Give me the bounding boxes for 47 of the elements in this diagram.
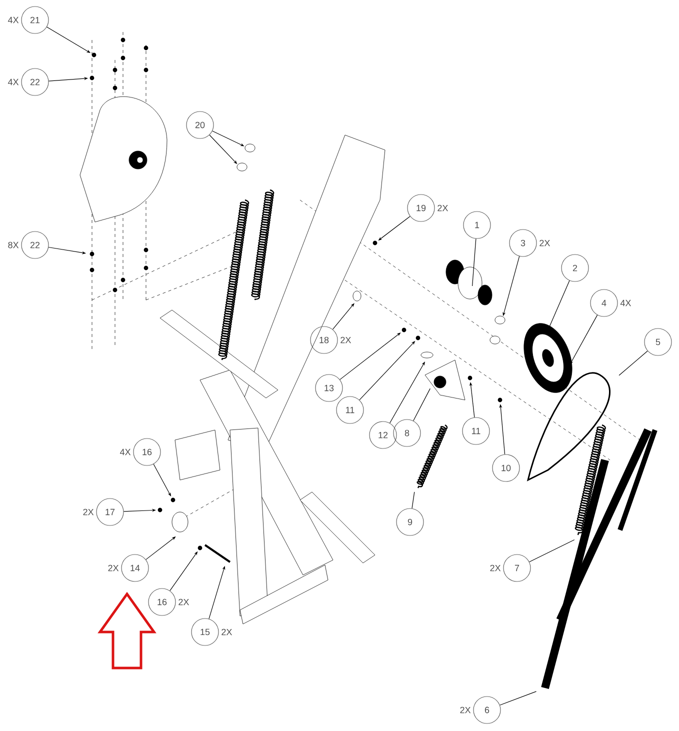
callout-number: 10 — [492, 454, 520, 482]
callout-number: 18 — [310, 326, 338, 354]
callout-number: 16 — [133, 438, 161, 466]
callout-number: 4 — [590, 289, 618, 317]
callout-number: 21 — [21, 6, 49, 34]
quantity-label: 4X — [8, 78, 19, 86]
quantity-label: 2X — [178, 598, 190, 606]
callout-number: 3 — [509, 229, 537, 257]
leader-line — [332, 303, 354, 330]
leader-line — [549, 280, 570, 327]
quantity-label: 4X — [120, 448, 131, 456]
quantity-label: 2X — [222, 628, 232, 636]
callout-number: 1 — [463, 211, 491, 239]
quantity-label: 2X — [490, 564, 501, 572]
callout-number: 20 — [186, 111, 214, 139]
quantity-label: 2X — [460, 706, 471, 714]
leader-line — [412, 492, 415, 509]
callout-number: 9 — [396, 508, 424, 536]
callout-number: 7 — [503, 554, 531, 582]
callout-number: 2 — [561, 254, 589, 282]
quantity-label: 2X — [108, 564, 119, 572]
callout-number: 16 — [148, 588, 176, 616]
callout-number: 14 — [121, 554, 149, 582]
quantity-label: 2X — [438, 204, 448, 212]
callout-number: 12 — [369, 421, 397, 449]
callout-number: 15 — [191, 618, 219, 646]
quantity-label: 4X — [8, 16, 19, 24]
callout-number: 11 — [336, 396, 364, 424]
leader-line — [413, 388, 430, 422]
leader-line — [618, 350, 648, 376]
callout-number: 19 — [407, 194, 435, 222]
callout-number: 8 — [393, 419, 421, 447]
callout-number: 13 — [315, 374, 343, 402]
callout-number: 17 — [96, 498, 124, 526]
quantity-label: 2X — [340, 336, 352, 344]
callout-number: 22 — [21, 231, 49, 259]
callout-number: 6 — [473, 696, 501, 724]
leader-line — [529, 539, 575, 562]
leader-line — [500, 691, 537, 706]
callout-number: 11 — [462, 417, 490, 445]
quantity-label: 2X — [540, 240, 550, 246]
quantity-label: 2X — [83, 508, 94, 516]
callout-number: 5 — [644, 328, 672, 356]
leader-line — [472, 238, 476, 286]
quantity-label: 4X — [620, 300, 632, 306]
quantity-label: 8X — [8, 242, 19, 248]
callout-number: 22 — [21, 68, 49, 96]
